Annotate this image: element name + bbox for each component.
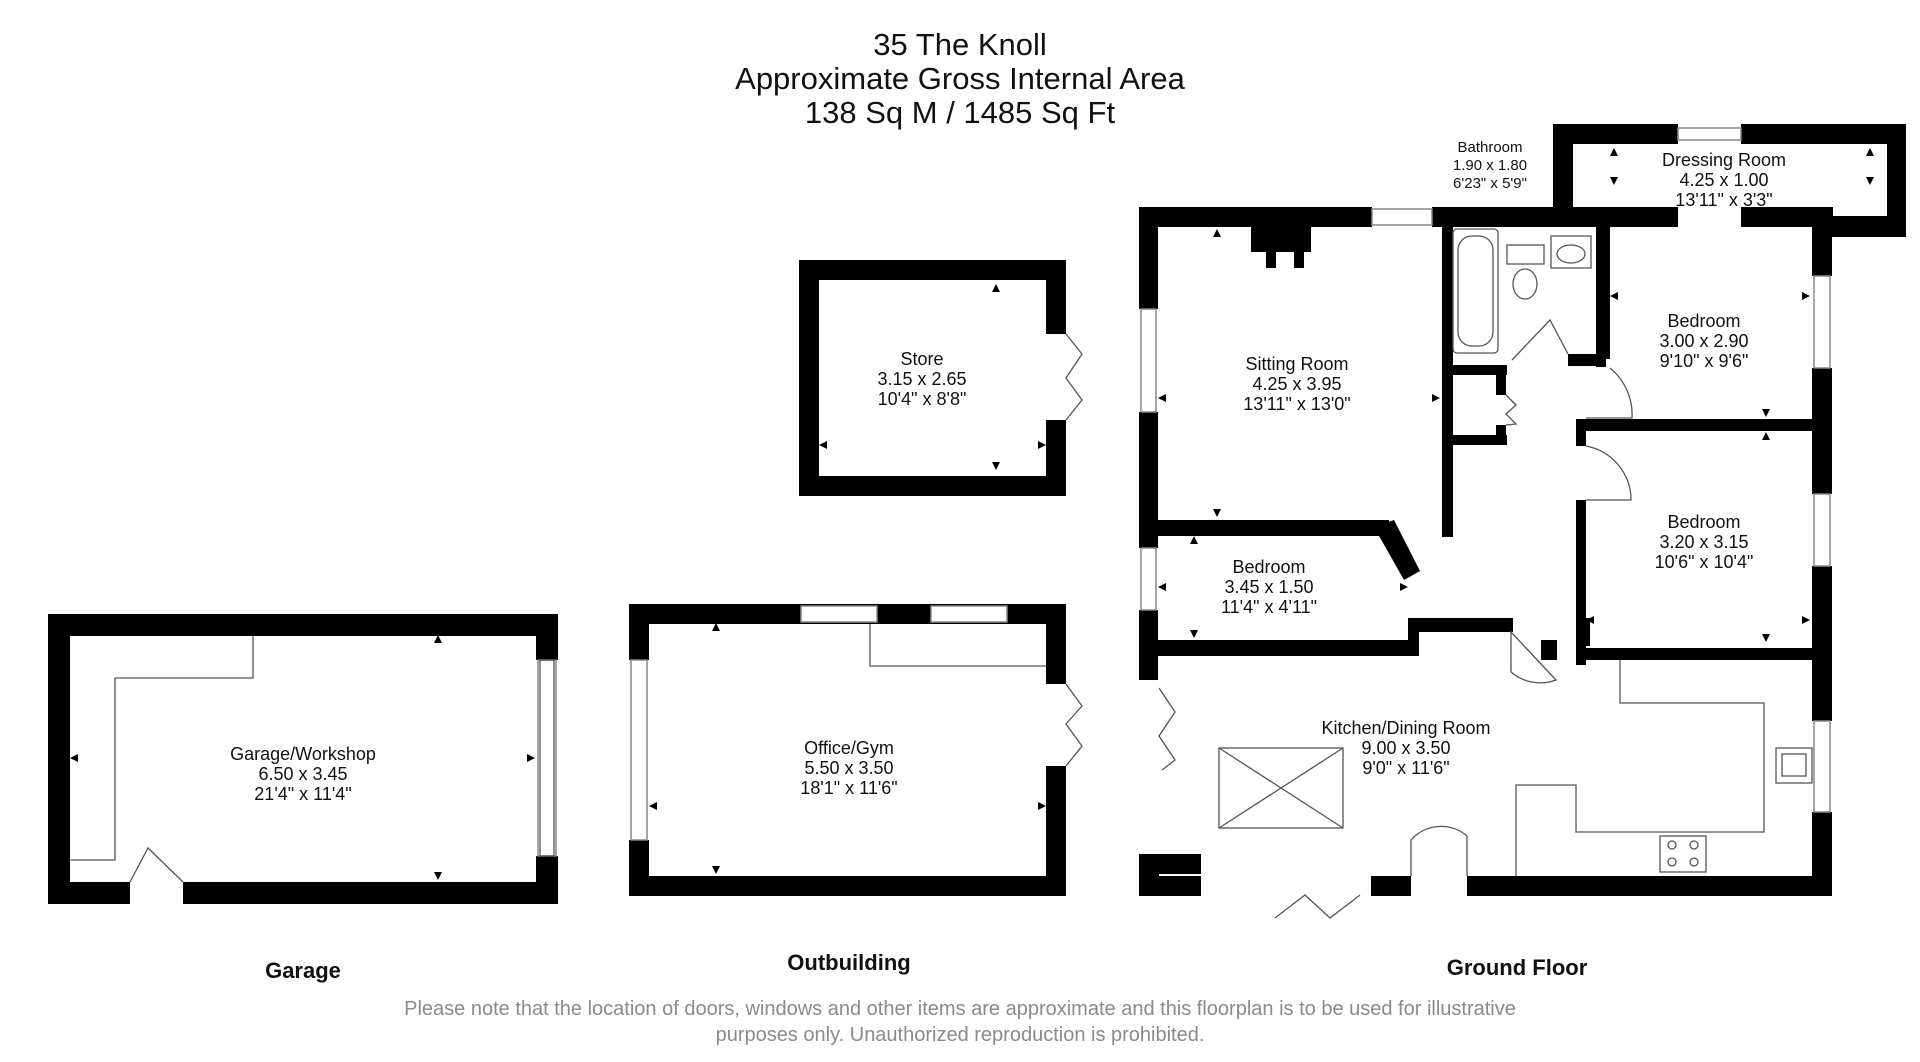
gross-area-label: Approximate Gross Internal Area xyxy=(735,61,1185,96)
room-metric: 3.45 x 1.50 xyxy=(1224,577,1314,597)
room-metric: 4.25 x 3.95 xyxy=(1252,374,1342,394)
room-metric: 9.00 x 3.50 xyxy=(1361,738,1451,758)
room-imperial: 13'11" x 3'3" xyxy=(1675,190,1773,210)
room-metric: 5.50 x 3.50 xyxy=(804,758,894,778)
room-name: Bedroom xyxy=(1232,557,1306,577)
room-name: Sitting Room xyxy=(1245,354,1349,374)
room-imperial: 10'4" x 8'8" xyxy=(877,389,967,409)
disclaimer-line-2: purposes only. Unauthorized reproduction… xyxy=(715,1024,1205,1046)
bedroom-3-label: Bedroom 3.45 x 1.50 11'4" x 4'11" xyxy=(1221,557,1317,617)
section-label-garage: Garage xyxy=(265,958,341,983)
bedroom-2-label: Bedroom 3.20 x 3.15 10'6" x 10'4" xyxy=(1655,512,1754,572)
plan-address: 35 The Knoll xyxy=(873,27,1047,62)
room-metric: 3.20 x 3.15 xyxy=(1659,532,1749,552)
room-imperial: 13'11" x 13'0" xyxy=(1243,394,1351,414)
room-imperial: 11'4" x 4'11" xyxy=(1220,597,1318,617)
room-imperial: 9'0" x 11'6" xyxy=(1362,758,1450,778)
room-name: Dressing Room xyxy=(1661,150,1787,170)
room-metric: 6.50 x 3.45 xyxy=(258,764,348,784)
room-imperial: 9'10" x 9'6" xyxy=(1659,351,1749,371)
room-name: Bedroom xyxy=(1667,311,1741,331)
bedroom-1-label: Bedroom 3.00 x 2.90 9'10" x 9'6" xyxy=(1659,311,1748,371)
store-walls xyxy=(799,260,1066,496)
room-imperial: 10'6" x 10'4" xyxy=(1654,552,1754,572)
disclaimer-line-1: Please note that the location of doors, … xyxy=(404,998,1516,1020)
room-imperial: 21'4" x 11'4" xyxy=(254,784,352,804)
office-gym-label: Office/Gym 5.50 x 3.50 18'1" x 11'6" xyxy=(800,738,897,798)
room-name: Bedroom xyxy=(1667,512,1741,532)
room-imperial: 6'23" x 5'9" xyxy=(1453,175,1527,192)
room-metric: 4.25 x 1.00 xyxy=(1679,170,1769,190)
sitting-room-label: Sitting Room 4.25 x 3.95 13'11" x 13'0" xyxy=(1243,354,1350,414)
room-name: Store xyxy=(900,349,944,369)
room-metric: 3.15 x 2.65 xyxy=(877,369,967,389)
section-label-ground-floor: Ground Floor xyxy=(1446,955,1588,980)
bathroom-label: Bathroom 1.90 x 1.80 6'23" x 5'9" xyxy=(1453,139,1527,193)
dressing-room-label: Dressing Room 4.25 x 1.00 13'11" x 3'3" xyxy=(1662,150,1786,210)
room-name: Garage/Workshop xyxy=(230,744,376,764)
room-imperial: 18'1" x 11'6" xyxy=(800,778,898,798)
garage-walls xyxy=(48,614,558,904)
room-name: Bathroom xyxy=(1457,139,1523,156)
ground-floor-walls xyxy=(1139,124,1906,896)
garage-workshop-label: Garage/Workshop 6.50 x 3.45 21'4" x 11'4… xyxy=(230,744,376,804)
section-label-outbuilding: Outbuilding xyxy=(787,950,911,975)
room-metric: 3.00 x 2.90 xyxy=(1659,331,1749,351)
disclaimer: Please note that the location of doors, … xyxy=(0,996,1920,1048)
kitchen-label: Kitchen/Dining Room 9.00 x 3.50 9'0" x 1… xyxy=(1321,718,1490,778)
room-name: Office/Gym xyxy=(804,738,894,758)
room-metric: 1.90 x 1.80 xyxy=(1452,157,1528,174)
gross-area-value: 138 Sq M / 1485 Sq Ft xyxy=(804,95,1116,130)
store-label: Store 3.15 x 2.65 10'4" x 8'8" xyxy=(877,349,966,409)
room-name: Kitchen/Dining Room xyxy=(1321,718,1491,738)
